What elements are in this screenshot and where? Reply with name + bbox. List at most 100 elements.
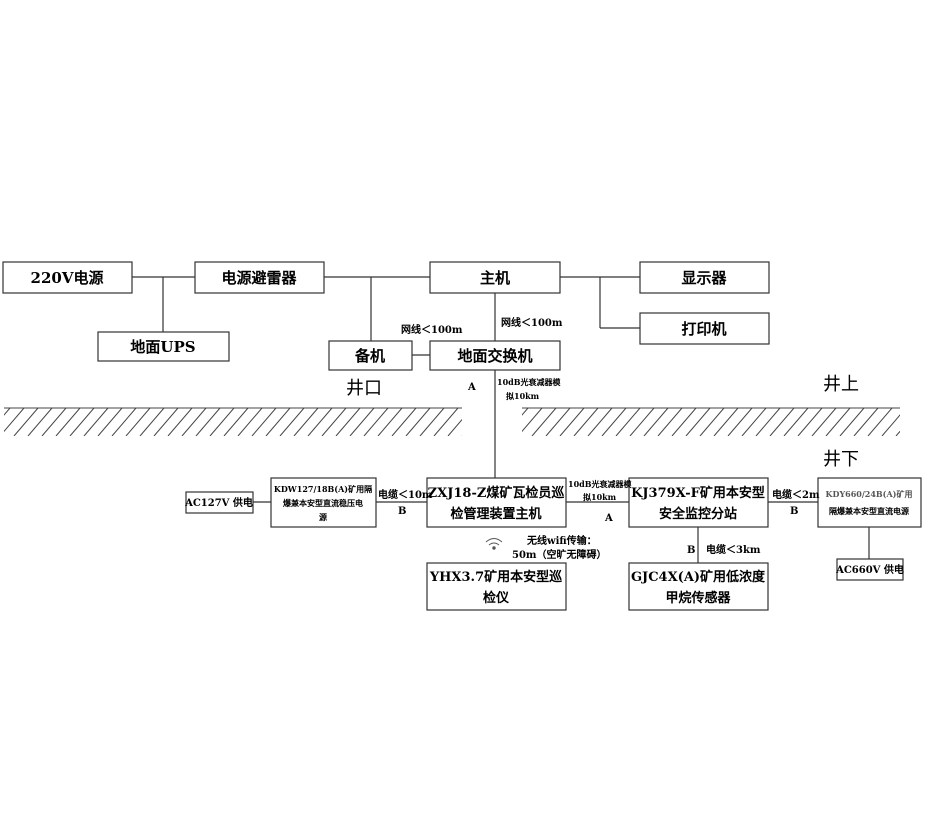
hatch-stroke	[419, 408, 445, 436]
hatch-stroke	[447, 418, 462, 436]
box-220v-power: 220V电源	[2, 261, 133, 294]
box-ground-ups: 地面UPS	[97, 331, 230, 362]
box-yhx-inspector: YHX3.7矿用本安型巡 检仪	[426, 562, 567, 611]
hatch-stroke	[881, 414, 900, 436]
box-kdy-power-line2: 隔爆兼本安型直流电源	[829, 506, 909, 516]
box-gjc-sensor-line2: 甲烷传感器	[665, 590, 731, 606]
box-surge-protector: 电源避雷器	[194, 261, 325, 294]
hatch-stroke	[587, 408, 613, 436]
label-net-switch: 网线＜100m	[501, 316, 563, 329]
box-host-label: 主机	[480, 269, 510, 287]
hatch-stroke	[853, 408, 879, 436]
hatch-stroke	[685, 408, 711, 436]
box-standby: 备机	[328, 340, 413, 371]
label-fiber-horizontal-line1: 10dB光衰减器模	[568, 479, 632, 489]
hatch-stroke	[4, 408, 11, 416]
hatch-stroke	[727, 408, 753, 436]
port-a-kj: A	[604, 513, 613, 524]
hatch-stroke	[741, 408, 767, 436]
box-ground-ups-label: 地面UPS	[130, 338, 195, 356]
box-display-label: 显示器	[681, 269, 727, 287]
box-yhx-inspector-line2: 检仪	[483, 590, 510, 606]
hatch-stroke	[825, 408, 851, 436]
hatch-stroke	[251, 408, 277, 436]
label-cable-2m: 电缆＜2m	[772, 488, 820, 501]
hatch-stroke	[349, 408, 375, 436]
label-cable-10m: 电缆＜10m	[378, 488, 433, 501]
hatch-stroke	[55, 408, 81, 436]
label-fiber-horizontal-line2: 拟10km	[583, 492, 617, 502]
hatch-stroke	[769, 408, 795, 436]
box-host: 主机	[429, 261, 561, 294]
hatch-stroke	[111, 408, 137, 436]
box-standby-label: 备机	[354, 347, 385, 365]
hatch-stroke	[83, 408, 109, 436]
hatch-stroke	[783, 408, 809, 436]
port-b-kdy: B	[790, 506, 798, 517]
hatch-stroke	[573, 408, 599, 436]
hatch-stroke	[4, 408, 25, 433]
hatch-stroke	[433, 408, 459, 436]
label-net-standby: 网线＜100m	[401, 323, 463, 336]
hatch-stroke	[237, 408, 263, 436]
box-zxj-host: ZXJ18-Z煤矿瓦检员巡 检管理装置主机	[426, 477, 567, 528]
hatch-stroke	[335, 408, 361, 436]
box-ground-switch: 地面交换机	[429, 340, 561, 371]
connection-lines	[132, 276, 870, 563]
hatch-stroke	[522, 408, 543, 433]
hatch-stroke	[657, 408, 683, 436]
box-gjc-sensor: GJC4X(A)矿用低浓度 甲烷传感器	[628, 562, 769, 611]
box-yhx-inspector-line1: YHX3.7矿用本安型巡	[429, 569, 562, 585]
hatch-stroke	[265, 408, 291, 436]
hatch-stroke	[522, 408, 529, 416]
box-220v-power-label: 220V电源	[31, 269, 104, 287]
box-printer: 打印机	[639, 312, 770, 345]
label-fiber-vertical-line1: 10dB光衰减器模	[497, 377, 561, 387]
ground-surface-right	[522, 407, 900, 436]
box-ac127-supply-label: AC127V 供电	[184, 496, 253, 509]
box-kdw-power-line3: 源	[319, 512, 327, 522]
zone-shaft-label: 井口	[346, 378, 382, 399]
hatch-stroke	[545, 408, 571, 436]
wifi-icon	[485, 538, 503, 550]
hatch-stroke	[97, 408, 123, 436]
hatch-stroke	[153, 408, 179, 436]
label-cable-3km: 电缆＜3km	[706, 543, 761, 556]
hatch-stroke	[811, 408, 837, 436]
port-b-gjc: B	[687, 545, 695, 556]
hatch-stroke	[27, 408, 53, 436]
label-fiber-vertical-line2: 拟10km	[506, 391, 540, 401]
hatch-stroke	[895, 430, 900, 436]
box-zxj-host-line2: 检管理装置主机	[450, 506, 541, 522]
hatch-stroke	[461, 435, 462, 436]
box-kdw-power: KDW127/18B(A)矿用隔 爆兼本安型直流稳压电 源	[270, 477, 377, 528]
hatch-stroke	[671, 408, 697, 436]
hatch-stroke	[713, 408, 739, 436]
label-wifi-line1: 无线wifi传输：	[526, 534, 597, 547]
hatch-stroke	[755, 408, 781, 436]
box-kj-substation: KJ379X-F矿用本安型 安全监控分站	[628, 477, 769, 528]
box-ac660-supply: AC660V 供电	[835, 558, 904, 581]
hatch-stroke	[797, 408, 823, 436]
box-display: 显示器	[639, 261, 770, 294]
box-zxj-host-line1: ZXJ18-Z煤矿瓦检员巡	[428, 485, 565, 501]
box-kdy-power-line1: KDY660/24B(A)矿用	[826, 489, 913, 499]
hatch-stroke	[531, 408, 557, 436]
box-gjc-sensor-line1: GJC4X(A)矿用低浓度	[631, 569, 766, 585]
hatch-stroke	[279, 408, 305, 436]
hatch-stroke	[125, 408, 151, 436]
hatch-stroke	[321, 408, 347, 436]
hatch-stroke	[293, 408, 319, 436]
port-b-kdw: B	[398, 506, 406, 517]
hatch-stroke	[307, 408, 333, 436]
zone-above-ground-label: 井上	[823, 374, 859, 395]
ground-surface-left	[4, 407, 462, 436]
hatch-stroke	[699, 408, 725, 436]
zone-below-ground-label: 井下	[823, 449, 859, 470]
label-wifi-line2: 50m（空旷无障碍）	[512, 548, 607, 561]
hatch-stroke	[559, 408, 585, 436]
box-surge-protector-label: 电源避雷器	[221, 269, 297, 287]
box-kdy-power: KDY660/24B(A)矿用 隔爆兼本安型直流电源	[817, 477, 922, 528]
hatch-stroke	[405, 408, 431, 436]
